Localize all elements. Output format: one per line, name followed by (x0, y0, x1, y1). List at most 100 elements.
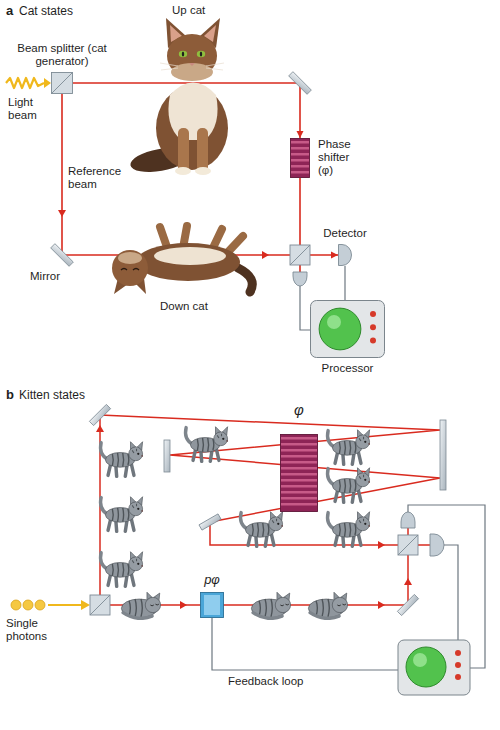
single-photons (81, 600, 90, 610)
light-beam-symbol (44, 78, 51, 88)
mirror (289, 72, 312, 95)
single-photons (48, 604, 83, 606)
up-cat (129, 18, 228, 176)
processor-symbol (413, 653, 427, 667)
detector-symbol (293, 272, 307, 286)
kitten (121, 592, 160, 618)
phase-shifter-stripe (291, 141, 309, 144)
feedback-plate-face (204, 595, 220, 615)
node-label: Processor (303, 362, 393, 375)
up-cat (175, 167, 191, 175)
detector-body (339, 245, 352, 266)
beam-splitter (290, 245, 310, 265)
up-cat (197, 51, 205, 57)
source-label: Single photons (6, 617, 58, 643)
phase-shifter-stripe (281, 485, 317, 488)
light-path (100, 415, 440, 522)
beam-label: Reference beam (68, 165, 132, 191)
phase-shifter-stripe (281, 473, 317, 476)
beam-arrowhead (262, 251, 269, 259)
panel-letter: a (6, 4, 13, 19)
single-photons (11, 600, 90, 610)
phase-shifter-stripe (281, 437, 317, 440)
panel-title: Cat states (19, 5, 73, 19)
down-cat (136, 243, 240, 281)
light-beam-symbol (6, 78, 51, 88)
down-cat (112, 250, 148, 286)
phase-plate-shape (280, 434, 318, 512)
processor-button (370, 338, 376, 344)
mirror (89, 404, 110, 425)
mirror (164, 440, 170, 472)
down-cat (154, 247, 226, 265)
single-photons (35, 600, 45, 610)
up-cat (200, 51, 202, 56)
phase-shifter-stripe (281, 503, 317, 506)
phase-shifter-stripe (281, 467, 317, 470)
phase-shifter-stripe (281, 449, 317, 452)
up-cat (197, 128, 208, 172)
kitten (101, 427, 370, 619)
kitten (251, 592, 290, 618)
beam-splitter-diagonal (52, 73, 73, 94)
processor-body (311, 301, 385, 358)
light-beam-line (300, 178, 338, 255)
figure-label: Up cat (172, 4, 205, 17)
signal-wire (444, 545, 458, 640)
beam-arrowhead (404, 578, 412, 585)
kitten (186, 427, 228, 462)
node-label: pφ (192, 573, 232, 588)
panel-title: Kitten states (19, 389, 85, 403)
kitten (241, 512, 283, 547)
light-path (407, 528, 409, 535)
kitten (328, 468, 370, 503)
phase-shifter-stripe (281, 455, 317, 458)
mirror (440, 420, 446, 490)
down-cat (121, 269, 139, 271)
processor: Processor (310, 300, 385, 358)
down-cat (118, 252, 142, 264)
phase-shifter-body (291, 139, 310, 178)
processor-shape (310, 300, 385, 358)
up-cat (179, 51, 187, 57)
signal-wire (300, 286, 310, 330)
phase-shifter-stripe (281, 497, 317, 500)
phase-shifter-stripe (281, 443, 317, 446)
feedback-plate: pφ (200, 592, 224, 618)
kitten (101, 442, 143, 477)
arrowhead (331, 252, 338, 259)
up-cat (178, 128, 189, 172)
node-label: Beam splitter (cat generator) (10, 42, 114, 68)
up-cat (189, 63, 195, 66)
node-label: Phase shifter (φ) (318, 138, 366, 178)
processor-symbol (455, 674, 461, 680)
processor-screen (319, 308, 361, 350)
phase-plate: φ (280, 434, 318, 512)
feedback-plate-body (201, 593, 224, 618)
up-cat (168, 83, 217, 141)
phase-shifter-stripe (281, 461, 317, 464)
detector-symbol (293, 272, 307, 286)
detector-shape (338, 244, 352, 266)
phase-shifter-shape (290, 138, 310, 178)
phase-shifter: Phase shifter (φ) (290, 138, 310, 178)
node-label: φ (284, 401, 314, 418)
kitten (101, 552, 143, 587)
part-label: Mirror (30, 270, 60, 283)
mirror (51, 244, 74, 267)
processor-symbol (398, 640, 470, 695)
phase-shifter-stripe (291, 159, 309, 162)
phase-shifter-stripe (291, 153, 309, 156)
processor-symbol (406, 647, 446, 687)
single-photons (11, 600, 21, 610)
processor-symbol (455, 662, 461, 668)
up-cat (182, 51, 184, 56)
mirror (89, 404, 446, 615)
beam-splitter-shape (51, 72, 73, 94)
kitten (328, 512, 370, 547)
figure-label: Down cat (160, 300, 208, 313)
beam-splitter (290, 245, 310, 265)
up-cat (195, 167, 211, 175)
beam-arrowhead (378, 601, 385, 609)
processor-symbol (455, 650, 461, 656)
